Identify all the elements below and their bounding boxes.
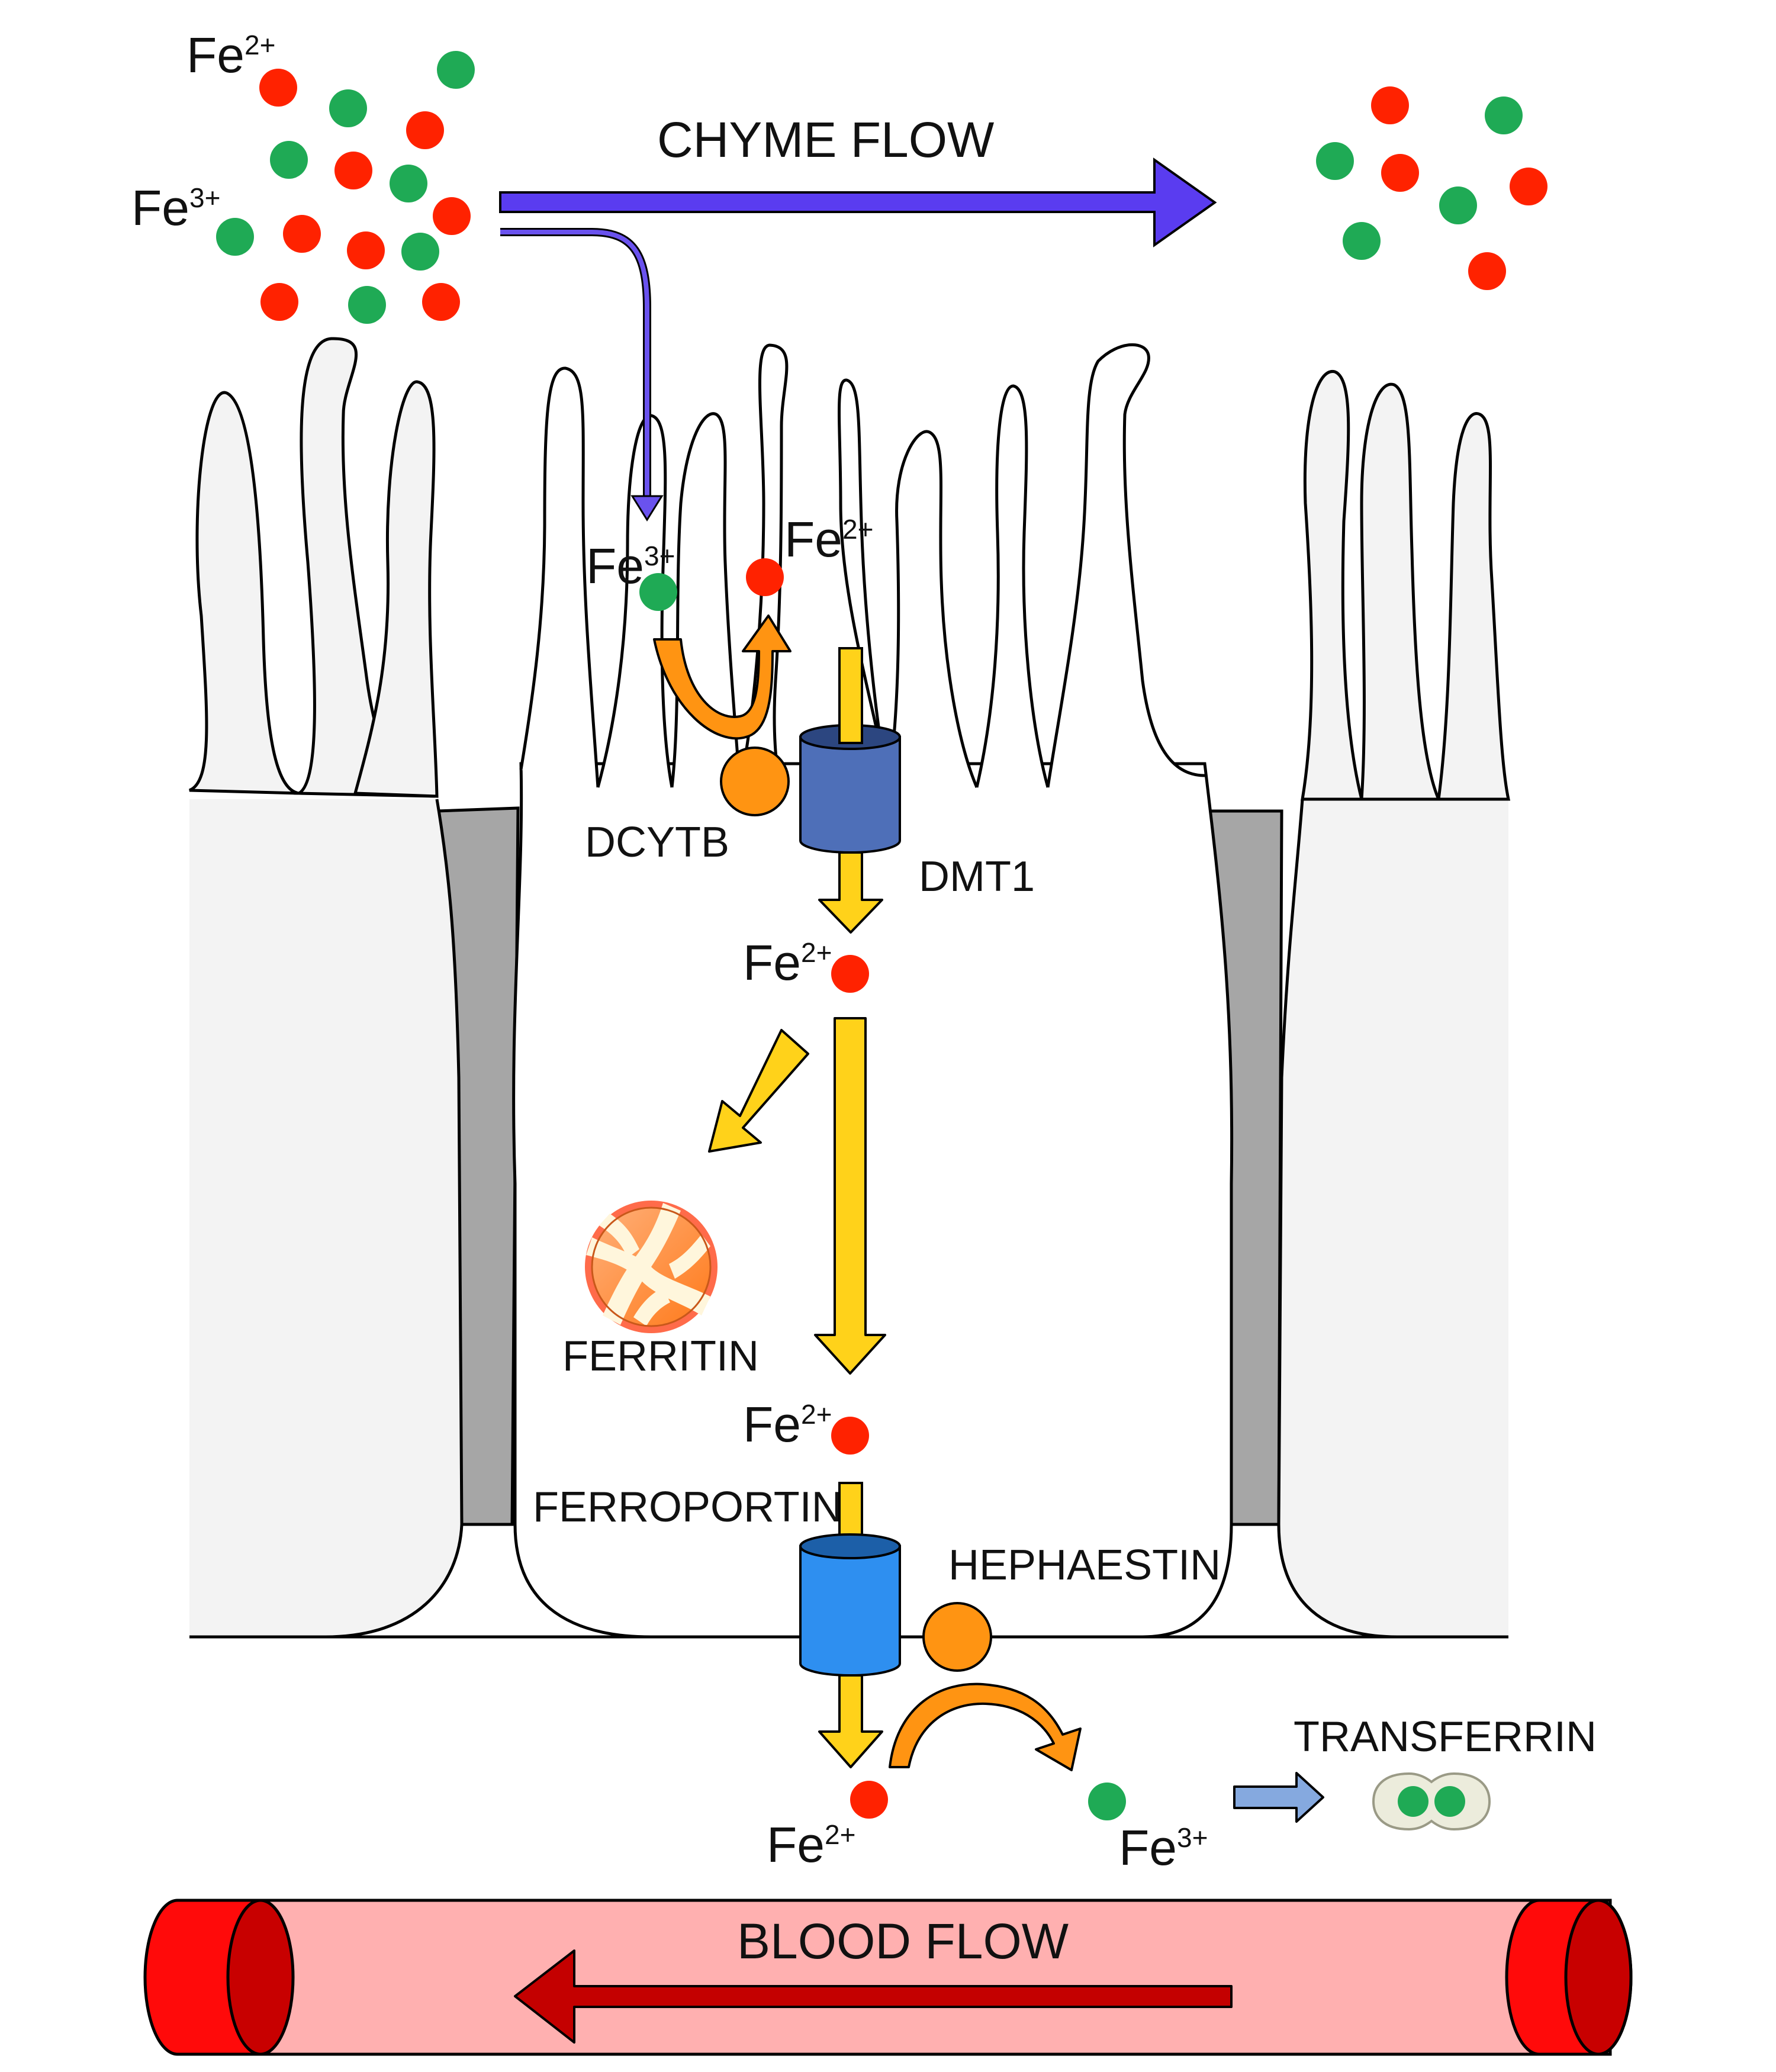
svg-text:Fe2+: Fe2+ <box>743 1397 832 1452</box>
ferric-ion <box>1439 186 1477 224</box>
ferrous-ion-basal <box>831 1417 869 1455</box>
ferric-ion <box>216 218 254 256</box>
left-cell <box>188 337 464 1639</box>
label-fe2-basal: Fe2+ <box>743 1397 832 1452</box>
left-cell-microvilli <box>188 337 439 798</box>
ferrous-ion <box>283 215 321 253</box>
svg-text:Fe3+: Fe3+ <box>131 180 220 236</box>
ferrous-ion <box>1510 168 1547 205</box>
ferroportin-arrow-out <box>818 1674 883 1768</box>
ferric-ion <box>390 165 427 202</box>
ferric-ion <box>437 51 475 89</box>
dcytb-label: DCYTB <box>585 819 729 866</box>
ferric-ion <box>401 233 439 271</box>
microvillus <box>886 430 979 788</box>
uptake-branch-arrow <box>500 228 664 522</box>
lumen-ions-right <box>1316 86 1547 290</box>
blood-flow-arrow <box>514 1949 1233 2044</box>
ferric-ion-blood <box>1088 1783 1126 1820</box>
ferric-ion <box>270 141 308 179</box>
label-fe3-lumen: Fe3+ <box>131 180 220 236</box>
epithelium <box>188 337 1511 1639</box>
ferrous-ion <box>1381 154 1419 192</box>
svg-text:Fe3+: Fe3+ <box>586 538 675 594</box>
ferrous-ion-apical <box>746 558 784 596</box>
dmt1-arrow-into-cell <box>818 647 883 934</box>
dcytb-enzyme <box>720 747 790 816</box>
right-cell-microvilli <box>1301 370 1511 801</box>
svg-text:Fe2+: Fe2+ <box>743 935 832 990</box>
microvillus <box>293 337 436 798</box>
hephaestin-enzyme <box>922 1602 992 1672</box>
hephaestin-label: HEPHAESTIN <box>948 1542 1221 1589</box>
ferroportin-transporter <box>799 1533 901 1677</box>
microvillus <box>1046 343 1205 788</box>
left-cell-body <box>189 799 462 1637</box>
microvillus <box>975 384 1050 788</box>
svg-text:Fe2+: Fe2+ <box>186 27 275 83</box>
transferrin-label: TRANSFERRIN <box>1294 1713 1597 1761</box>
microvillus <box>1437 412 1511 801</box>
label-fe2-cytoplasm: Fe2+ <box>743 935 832 990</box>
ferrous-ion <box>1371 86 1409 124</box>
label-fe2-lumen: Fe2+ <box>186 27 275 83</box>
ferrous-ion <box>433 197 471 235</box>
ferrous-ion <box>334 152 372 189</box>
ferroportin-label: FERROPORTIN <box>533 1484 842 1531</box>
chyme-flow-label: CHYME FLOW <box>657 112 994 168</box>
ferric-ion <box>1485 96 1523 134</box>
svg-text:Fe2+: Fe2+ <box>784 511 873 567</box>
microvillus <box>519 366 600 788</box>
microvillus <box>1360 382 1441 801</box>
ferrous-ion <box>422 283 460 321</box>
ferritin-icon <box>585 1201 718 1333</box>
ferritin-label: FERRITIN <box>562 1333 759 1380</box>
label-fe2-apical: Fe2+ <box>784 511 873 567</box>
transferrin-icon <box>1372 1772 1491 1831</box>
label-fe2-blood: Fe2+ <box>767 1817 855 1872</box>
ferric-ion <box>1316 142 1354 180</box>
ferric-ion <box>348 286 386 324</box>
dmt1-label: DMT1 <box>919 853 1035 900</box>
dmt1-transporter <box>799 724 901 854</box>
lumen-ions-left <box>216 51 475 324</box>
microvillus <box>838 378 890 788</box>
oxidation-arrow <box>889 1682 1082 1771</box>
ferrous-ion <box>259 69 297 107</box>
microvillus <box>353 380 439 798</box>
blood-vessel <box>143 1899 1633 2056</box>
right-cell <box>1277 370 1511 1639</box>
reduction-arrow <box>653 614 792 740</box>
arrow-to-ferroportin <box>814 1017 886 1375</box>
ferrous-ion <box>347 231 385 269</box>
svg-text:Fe2+: Fe2+ <box>767 1817 855 1872</box>
right-cell-body <box>1279 799 1508 1637</box>
ferrous-ion-cytoplasm <box>831 955 869 993</box>
label-fe3-apical: Fe3+ <box>586 538 675 594</box>
ferrous-ion <box>406 111 444 149</box>
svg-text:Fe3+: Fe3+ <box>1119 1820 1208 1875</box>
arrow-to-transferrin <box>1233 1772 1324 1823</box>
ferrous-ion-blood <box>850 1781 888 1819</box>
label-fe3-blood: Fe3+ <box>1119 1820 1208 1875</box>
arrow-to-ferritin <box>708 1029 809 1153</box>
chyme-flow-arrow <box>499 157 1217 247</box>
blood-flow-label: BLOOD FLOW <box>737 1913 1069 1969</box>
ferric-ion-apical <box>639 573 677 611</box>
ferric-ion <box>1343 222 1381 260</box>
ferrous-ion <box>1468 252 1506 290</box>
microvillus <box>188 391 300 795</box>
ferric-ion <box>329 89 367 127</box>
microvillus <box>1301 370 1364 801</box>
ferrous-ion <box>260 283 298 321</box>
